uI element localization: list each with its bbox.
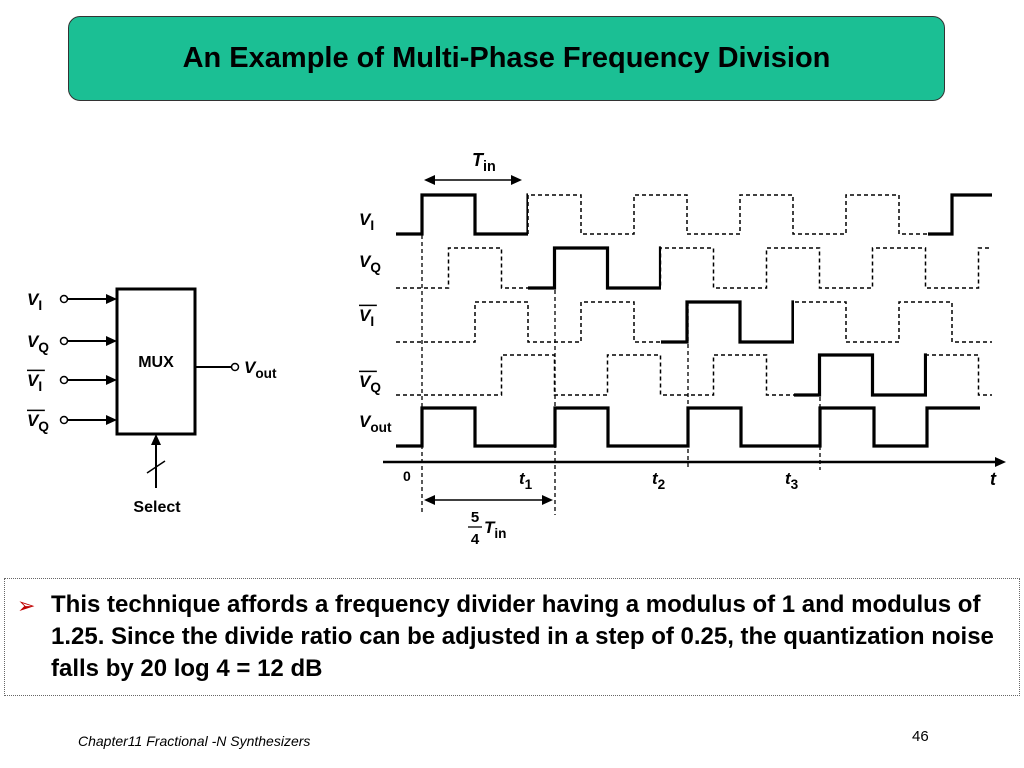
input-terminal [59, 294, 69, 304]
bus-slash [146, 460, 166, 474]
time-tick-label: t2 [652, 469, 666, 492]
signal-label: Vout [359, 412, 392, 435]
clock-waveform-selected [661, 300, 794, 344]
mux-input-label: VQ [27, 411, 49, 434]
mux-input-label: VQ [27, 332, 49, 355]
bullet-text: This technique affords a frequency divid… [51, 591, 994, 682]
output-terminal [230, 362, 240, 372]
interval-numerator: 5 [471, 509, 479, 526]
input-arrowhead [106, 415, 117, 425]
interval-arrowhead-left [424, 495, 435, 505]
clock-waveform-dashed [396, 301, 992, 343]
mux-input-label: VI [27, 371, 42, 394]
clock-waveform-selected [528, 246, 661, 290]
interval-tin-label: Tin [484, 518, 506, 541]
input-arrowhead [106, 336, 117, 346]
period-arrowhead-right [511, 175, 522, 185]
signal-label: VI [359, 306, 374, 329]
signal-label: VQ [359, 252, 381, 275]
period-arrowhead-left [424, 175, 435, 185]
bullet-arrow-icon: ➢ [17, 593, 36, 618]
time-axis-label: t [990, 469, 997, 489]
clock-waveform-selected [396, 193, 992, 236]
interval-arrowhead-right [542, 495, 553, 505]
mux-output-label: Vout [244, 358, 277, 381]
input-arrowhead [106, 375, 117, 385]
footer-chapter: Chapter11 Fractional -N Synthesizers [78, 733, 311, 749]
period-label: Tin [472, 150, 496, 175]
vout-waveform [396, 406, 980, 448]
page-number: 46 [912, 728, 929, 745]
clock-waveform-dashed [396, 354, 992, 396]
input-arrowhead [106, 294, 117, 304]
mux-input-label: VI [27, 290, 42, 313]
select-arrowhead [151, 434, 161, 445]
title-banner: An Example of Multi-Phase Frequency Divi… [68, 16, 945, 101]
time-tick-label: t3 [785, 469, 799, 492]
mux-box [115, 287, 197, 436]
clock-waveform-dashed [396, 247, 992, 289]
time-tick-label: t1 [519, 469, 533, 492]
slide-title: An Example of Multi-Phase Frequency Divi… [182, 42, 831, 74]
time-origin-label: 0 [403, 468, 411, 484]
input-terminal [59, 415, 69, 425]
input-terminal [59, 336, 69, 346]
signal-label: VQ [359, 372, 381, 395]
interval-denominator: 4 [471, 531, 480, 548]
input-terminal [59, 375, 69, 385]
time-axis-arrowhead [995, 457, 1006, 467]
signal-label: VI [359, 210, 374, 233]
select-label: Select [133, 499, 181, 516]
clock-waveform-selected [794, 353, 927, 397]
bullet-box: ➢ This technique affords a frequency div… [4, 578, 1020, 696]
clock-waveform-dashed [396, 194, 992, 235]
mux-label: MUX [138, 354, 174, 371]
